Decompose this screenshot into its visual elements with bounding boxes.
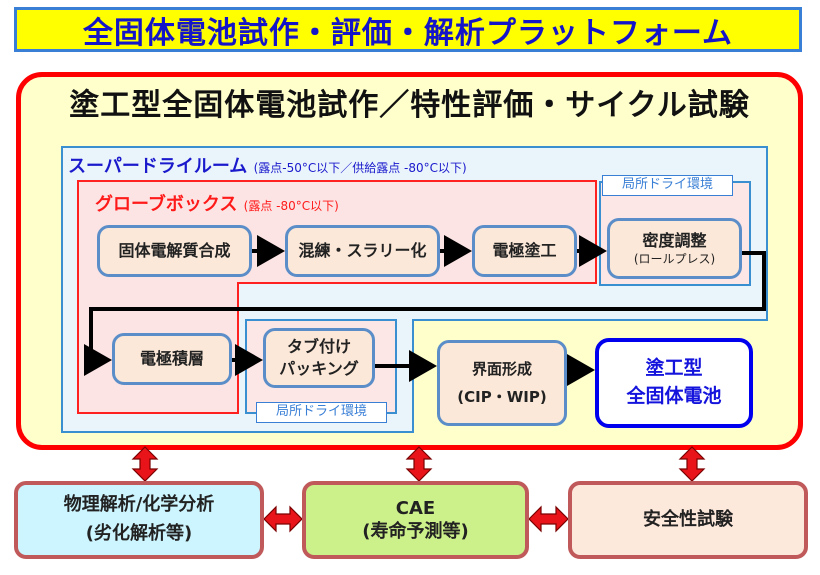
process-label: 密度調整	[642, 230, 707, 250]
glove-box-label: グローブボックス (露点 -80°C以下)	[95, 190, 339, 216]
glove-box-name: グローブボックス	[95, 194, 238, 215]
process-label: 混練・スラリー化	[298, 241, 427, 261]
local-dry-tag-2: 局所ドライ環境	[256, 402, 387, 423]
local-dry-tag-1: 局所ドライ環境	[602, 175, 733, 196]
product-line-2: 全固体電池	[626, 385, 722, 407]
super-dry-room-label: スーパードライルーム (露点-50°C以下／供給露点 -80°C以下)	[68, 152, 467, 178]
double-arrow-cae	[405, 446, 433, 482]
fabrication-panel-title: 塗工型全固体電池試作／特性評価・サイクル試験	[69, 88, 750, 123]
process-density-adjust: 密度調整 (ロールプレス)	[607, 218, 742, 279]
product-line-1: 塗工型	[645, 357, 703, 380]
platform-title: 全固体電池試作・評価・解析プラットフォーム	[82, 15, 734, 51]
box-title: CAE	[395, 497, 436, 519]
process-sublabel: (ロールプレス)	[633, 252, 716, 267]
process-label: 界面形成	[471, 359, 532, 378]
super-dry-room-condition: (露点-50°C以下／供給露点 -80°C以下)	[253, 161, 467, 175]
process-interface-formation: 界面形成 (CIP・WIP)	[437, 340, 567, 426]
cae-box: CAE (寿命予測等)	[302, 481, 529, 559]
glove-box-condition: (露点 -80°C以下)	[243, 199, 339, 213]
process-label: タブ付け	[286, 337, 351, 357]
double-arrow-analysis-cae	[263, 505, 303, 533]
super-dry-room-name: スーパードライルーム	[68, 156, 248, 177]
process-label: 電極塗工	[492, 241, 557, 261]
process-electrode-coating: 電極塗工	[472, 225, 577, 277]
process-sublabel: (CIP・WIP)	[457, 388, 547, 406]
box-subtitle: (寿命予測等)	[362, 521, 469, 542]
process-label-2: パッキング	[279, 359, 359, 378]
box-title: 物理解析/化学分析	[63, 494, 215, 516]
double-arrow-safety	[678, 446, 706, 482]
double-arrow-analysis	[131, 446, 159, 482]
safety-test-box: 安全性試験	[568, 481, 808, 559]
box-title: 安全性試験	[643, 508, 733, 530]
physical-chemical-analysis-box: 物理解析/化学分析 (劣化解析等)	[14, 481, 264, 559]
process-tab-packing: タブ付け パッキング	[263, 328, 375, 388]
process-electrode-stacking: 電極積層	[112, 333, 232, 385]
process-label: 固体電解質合成	[118, 241, 231, 261]
process-kneading-slurry: 混練・スラリー化	[285, 225, 440, 277]
platform-title-banner: 全固体電池試作・評価・解析プラットフォーム	[14, 7, 802, 52]
box-subtitle: (劣化解析等)	[85, 523, 193, 544]
double-arrow-cae-safety	[528, 505, 569, 533]
process-label: 電極積層	[139, 349, 204, 369]
arrow-4-5	[84, 251, 766, 376]
product-battery: 塗工型 全固体電池	[595, 338, 753, 428]
process-electrolyte-synthesis: 固体電解質合成	[97, 225, 252, 277]
